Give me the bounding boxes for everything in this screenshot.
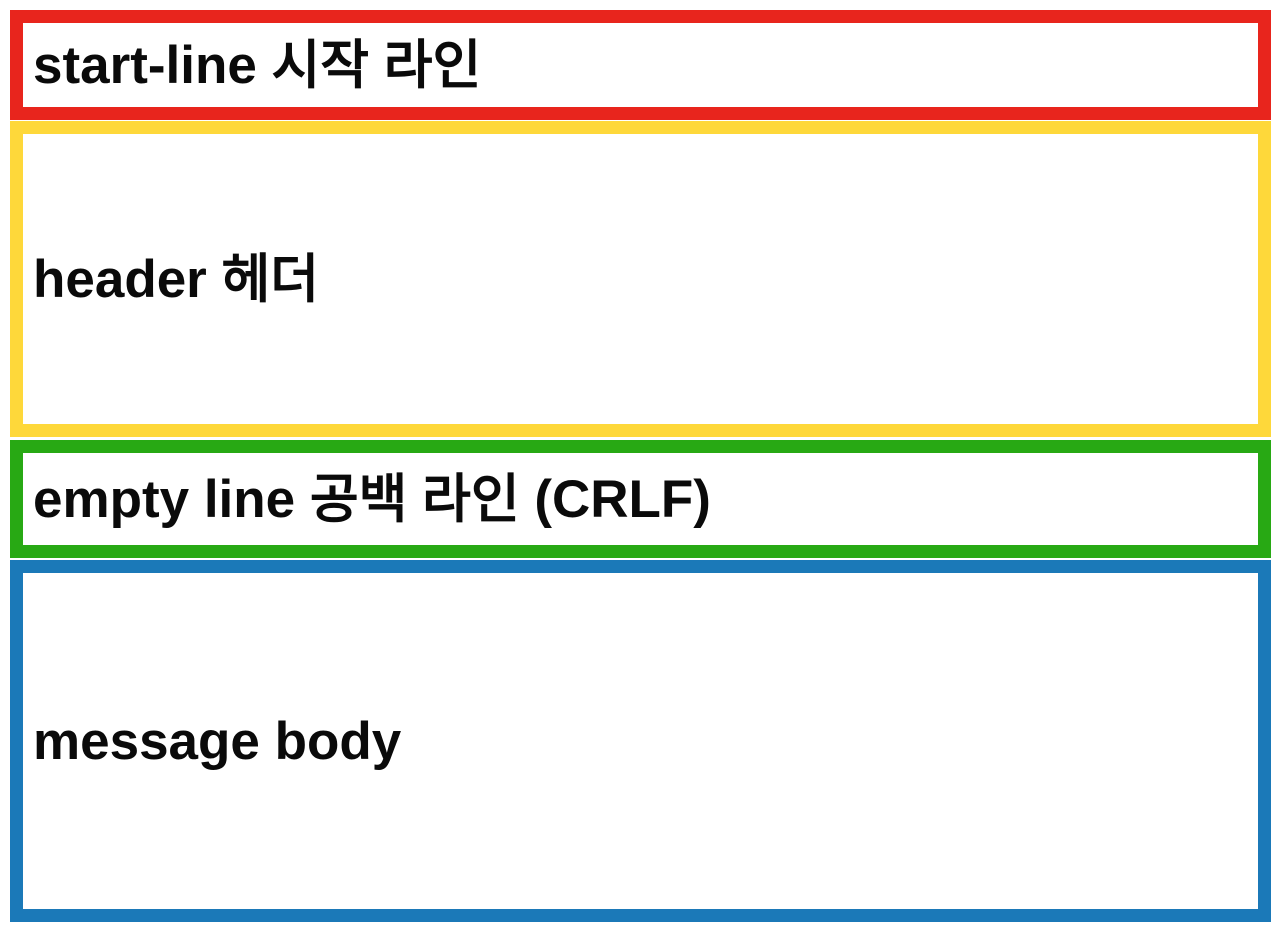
empty-line-label: empty line 공백 라인 (CRLF) [33, 469, 711, 529]
start-line-box: start-line 시작 라인 [10, 10, 1271, 120]
header-label: header 헤더 [33, 249, 320, 309]
start-line-label: start-line 시작 라인 [33, 35, 482, 95]
diagram-box-stack: start-line 시작 라인 header 헤더 empty line 공백… [10, 10, 1271, 922]
header-box: header 헤더 [10, 121, 1271, 437]
message-body-box: message body [10, 560, 1271, 922]
message-body-label: message body [33, 711, 402, 771]
empty-line-box: empty line 공백 라인 (CRLF) [10, 440, 1271, 558]
